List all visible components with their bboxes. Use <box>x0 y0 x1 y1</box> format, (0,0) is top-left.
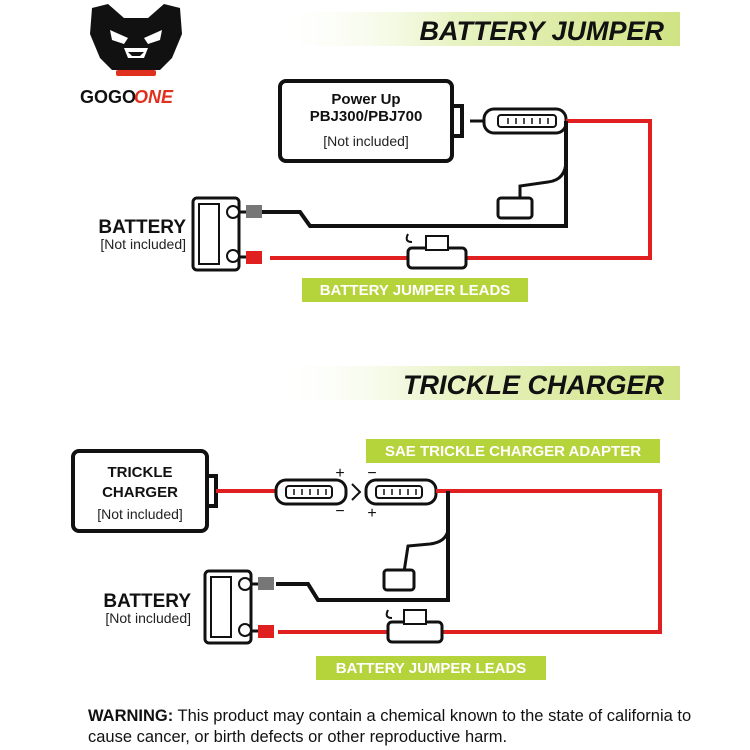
inline-fuse-icon <box>270 233 468 270</box>
sae-cap-icon <box>496 196 534 220</box>
charger-plus-sign: + <box>335 465 344 482</box>
red-positive-wire-2 <box>436 489 662 634</box>
trickle-charger-line3: [Not included] <box>97 506 183 522</box>
trickle-charger-device: TRICKLE CHARGER [Not included] <box>71 449 218 533</box>
power-up-device-line1: Power Up <box>331 91 400 108</box>
sae-pigtail-wire-2 <box>402 529 450 573</box>
sae-pigtail-wire <box>518 159 568 200</box>
battery-icon <box>191 196 262 272</box>
logo-text-accent: ONE <box>134 87 174 107</box>
charger-sae-connector-icon <box>274 478 348 506</box>
battery-jumper-heading-bg <box>268 12 680 46</box>
battery-label-2: BATTERY <box>103 591 191 612</box>
logo-text: GOGO <box>80 87 136 107</box>
trickle-charger-section: TRICKLE CHARGER SAE TRICKLE CHARGER ADAP… <box>71 366 680 680</box>
sae-adapter-banner <box>366 439 660 463</box>
battery-jumper-section: BATTERY JUMPER Power Up PBJ300/PBJ700 [N… <box>98 12 680 302</box>
charger-minus-sign: − <box>335 503 344 520</box>
sae-adapter-label: SAE TRICKLE CHARGER ADAPTER <box>385 443 641 460</box>
battery-sublabel-2: [Not included] <box>105 610 191 626</box>
trickle-charger-line1: TRICKLE <box>108 464 173 481</box>
warning-label: WARNING: <box>88 707 174 725</box>
inline-fuse-icon-2 <box>278 609 444 644</box>
sae-cap-icon-2 <box>382 568 416 592</box>
adapter-sae-connector-icon <box>364 478 438 506</box>
battery-sublabel: [Not included] <box>100 236 186 252</box>
battery-jumper-leads-label: BATTERY JUMPER LEADS <box>320 282 511 299</box>
brand-logo: GOGO ONE <box>80 4 182 107</box>
adapter-minus-sign: − <box>367 465 376 482</box>
warning-notice: WARNING: This product may contain a chem… <box>88 706 728 748</box>
battery-jumper-heading: BATTERY JUMPER <box>419 16 664 46</box>
connect-arrow-icon <box>351 483 362 501</box>
trickle-charger-heading-bg <box>268 366 680 400</box>
power-up-device: Power Up PBJ300/PBJ700 [Not included] <box>278 79 464 163</box>
black-negative-wire-2 <box>276 491 450 602</box>
battery-jumper-leads-banner <box>302 278 528 302</box>
trickle-charger-line2: CHARGER <box>102 484 178 501</box>
red-positive-wire <box>460 119 652 260</box>
battery-icon-2 <box>203 569 274 645</box>
warning-text: This product may contain a chemical know… <box>88 707 692 746</box>
trickle-leads-label: BATTERY JUMPER LEADS <box>336 660 527 677</box>
bulldog-icon <box>90 4 182 76</box>
adapter-plus-sign: + <box>367 505 376 522</box>
power-up-device-line2: PBJ300/PBJ700 <box>310 108 423 125</box>
trickle-charger-heading: TRICKLE CHARGER <box>403 370 664 400</box>
sae-connector-icon <box>470 107 568 135</box>
battery-label: BATTERY <box>98 217 186 238</box>
power-up-device-line3: [Not included] <box>323 133 409 149</box>
black-negative-wire <box>262 121 568 228</box>
trickle-leads-banner <box>316 656 546 680</box>
